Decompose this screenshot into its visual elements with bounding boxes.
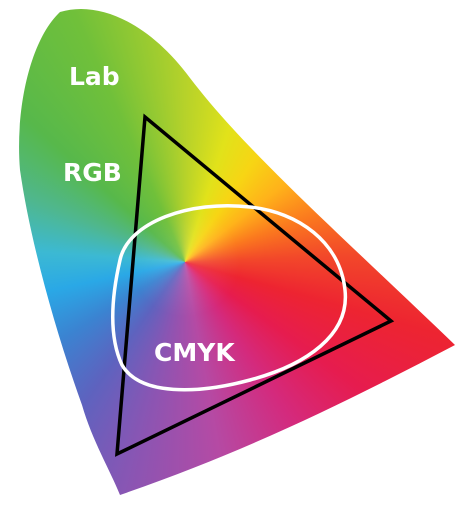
rgb-label: RGB [63,158,122,187]
cmyk-gamut-outline [111,204,348,392]
lab-label: Lab [69,62,120,91]
cmyk-label: CMYK [154,338,235,367]
rgb-gamut-triangle [115,113,395,457]
